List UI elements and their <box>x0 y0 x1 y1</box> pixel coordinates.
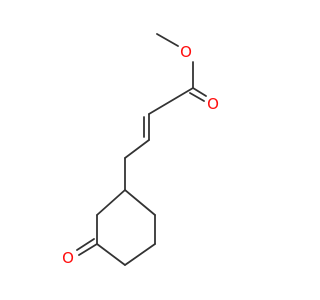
bond-ring-c1-c2 <box>96 189 126 216</box>
bond-ketone-double-a <box>78 243 98 256</box>
bond-ring-c6-c1 <box>124 189 156 216</box>
atom-o-ketone: O <box>62 249 74 267</box>
bond-ketone-double-b <box>76 238 95 251</box>
atom-o-methoxy: O <box>180 43 192 61</box>
molecule-structure: O O O <box>62 33 219 267</box>
bond-ring-c3-c4 <box>96 243 126 266</box>
atom-o-carbonyl-ester: O <box>207 95 219 113</box>
bond-carbonyl-alpha <box>148 87 194 115</box>
bond-methyl-o <box>156 33 179 47</box>
bond-carbonyl-double-a <box>192 87 207 97</box>
bond-beta-ch2 <box>124 139 150 159</box>
structure-canvas: O O O <box>62 33 219 267</box>
bond-carbonyl-double-b <box>189 92 205 102</box>
bond-ring-c4-c5 <box>124 243 156 266</box>
